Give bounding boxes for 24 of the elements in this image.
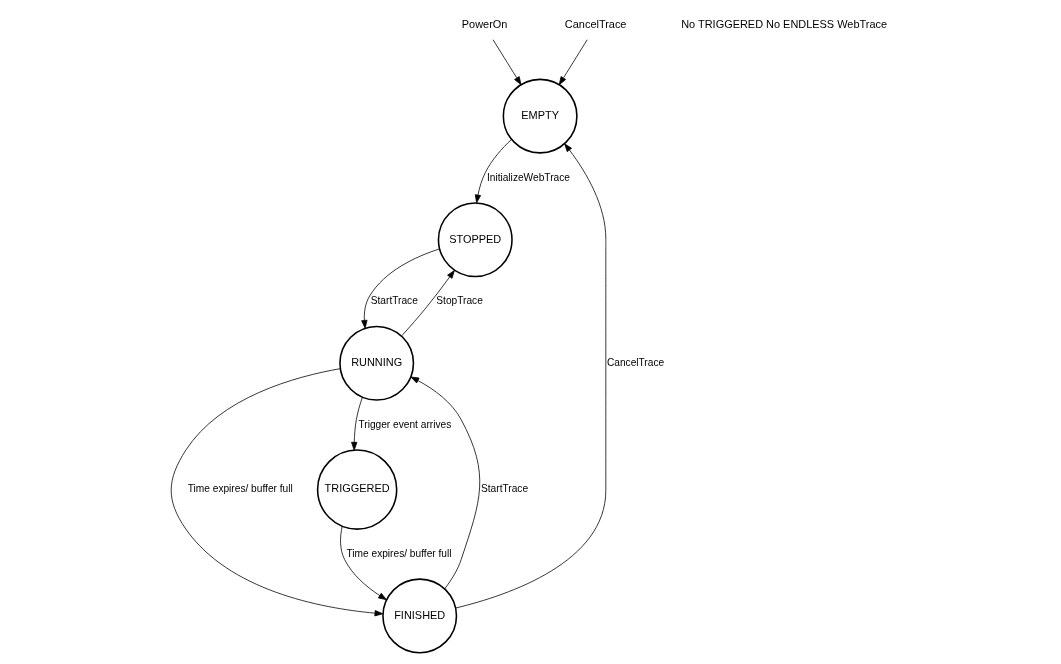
arrow bbox=[339, 526, 387, 601]
arrow bbox=[410, 376, 480, 590]
edge-label: StopTrace bbox=[435, 295, 483, 307]
edge-label: CancelTrace bbox=[606, 356, 664, 368]
arrow bbox=[400, 270, 455, 337]
arrow bbox=[360, 248, 440, 329]
edge-label: StartTrace bbox=[370, 295, 418, 307]
arrow bbox=[170, 368, 383, 617]
edge-label: Trigger event arrives bbox=[357, 418, 451, 430]
node-circle: RUNNING bbox=[338, 325, 414, 401]
arrow bbox=[350, 396, 363, 451]
node-text: CancelTrace bbox=[564, 18, 626, 31]
node-circle: TRIGGERED bbox=[316, 449, 397, 530]
arrow bbox=[492, 39, 521, 86]
arrow bbox=[454, 143, 606, 609]
edge-label: InitializeWebTrace bbox=[486, 171, 570, 183]
label: No TRIGGERED No ENDLESS WebTrace bbox=[680, 18, 887, 31]
edge-label: Time expires/ buffer full bbox=[345, 547, 451, 559]
arrow bbox=[558, 39, 588, 86]
edge-label: StartTrace bbox=[480, 483, 528, 495]
node-circle: FINISHED bbox=[381, 578, 457, 654]
arrow bbox=[474, 138, 512, 204]
edge-label: Time expires/ buffer full bbox=[187, 483, 293, 495]
node-text: PowerOn bbox=[461, 18, 507, 31]
